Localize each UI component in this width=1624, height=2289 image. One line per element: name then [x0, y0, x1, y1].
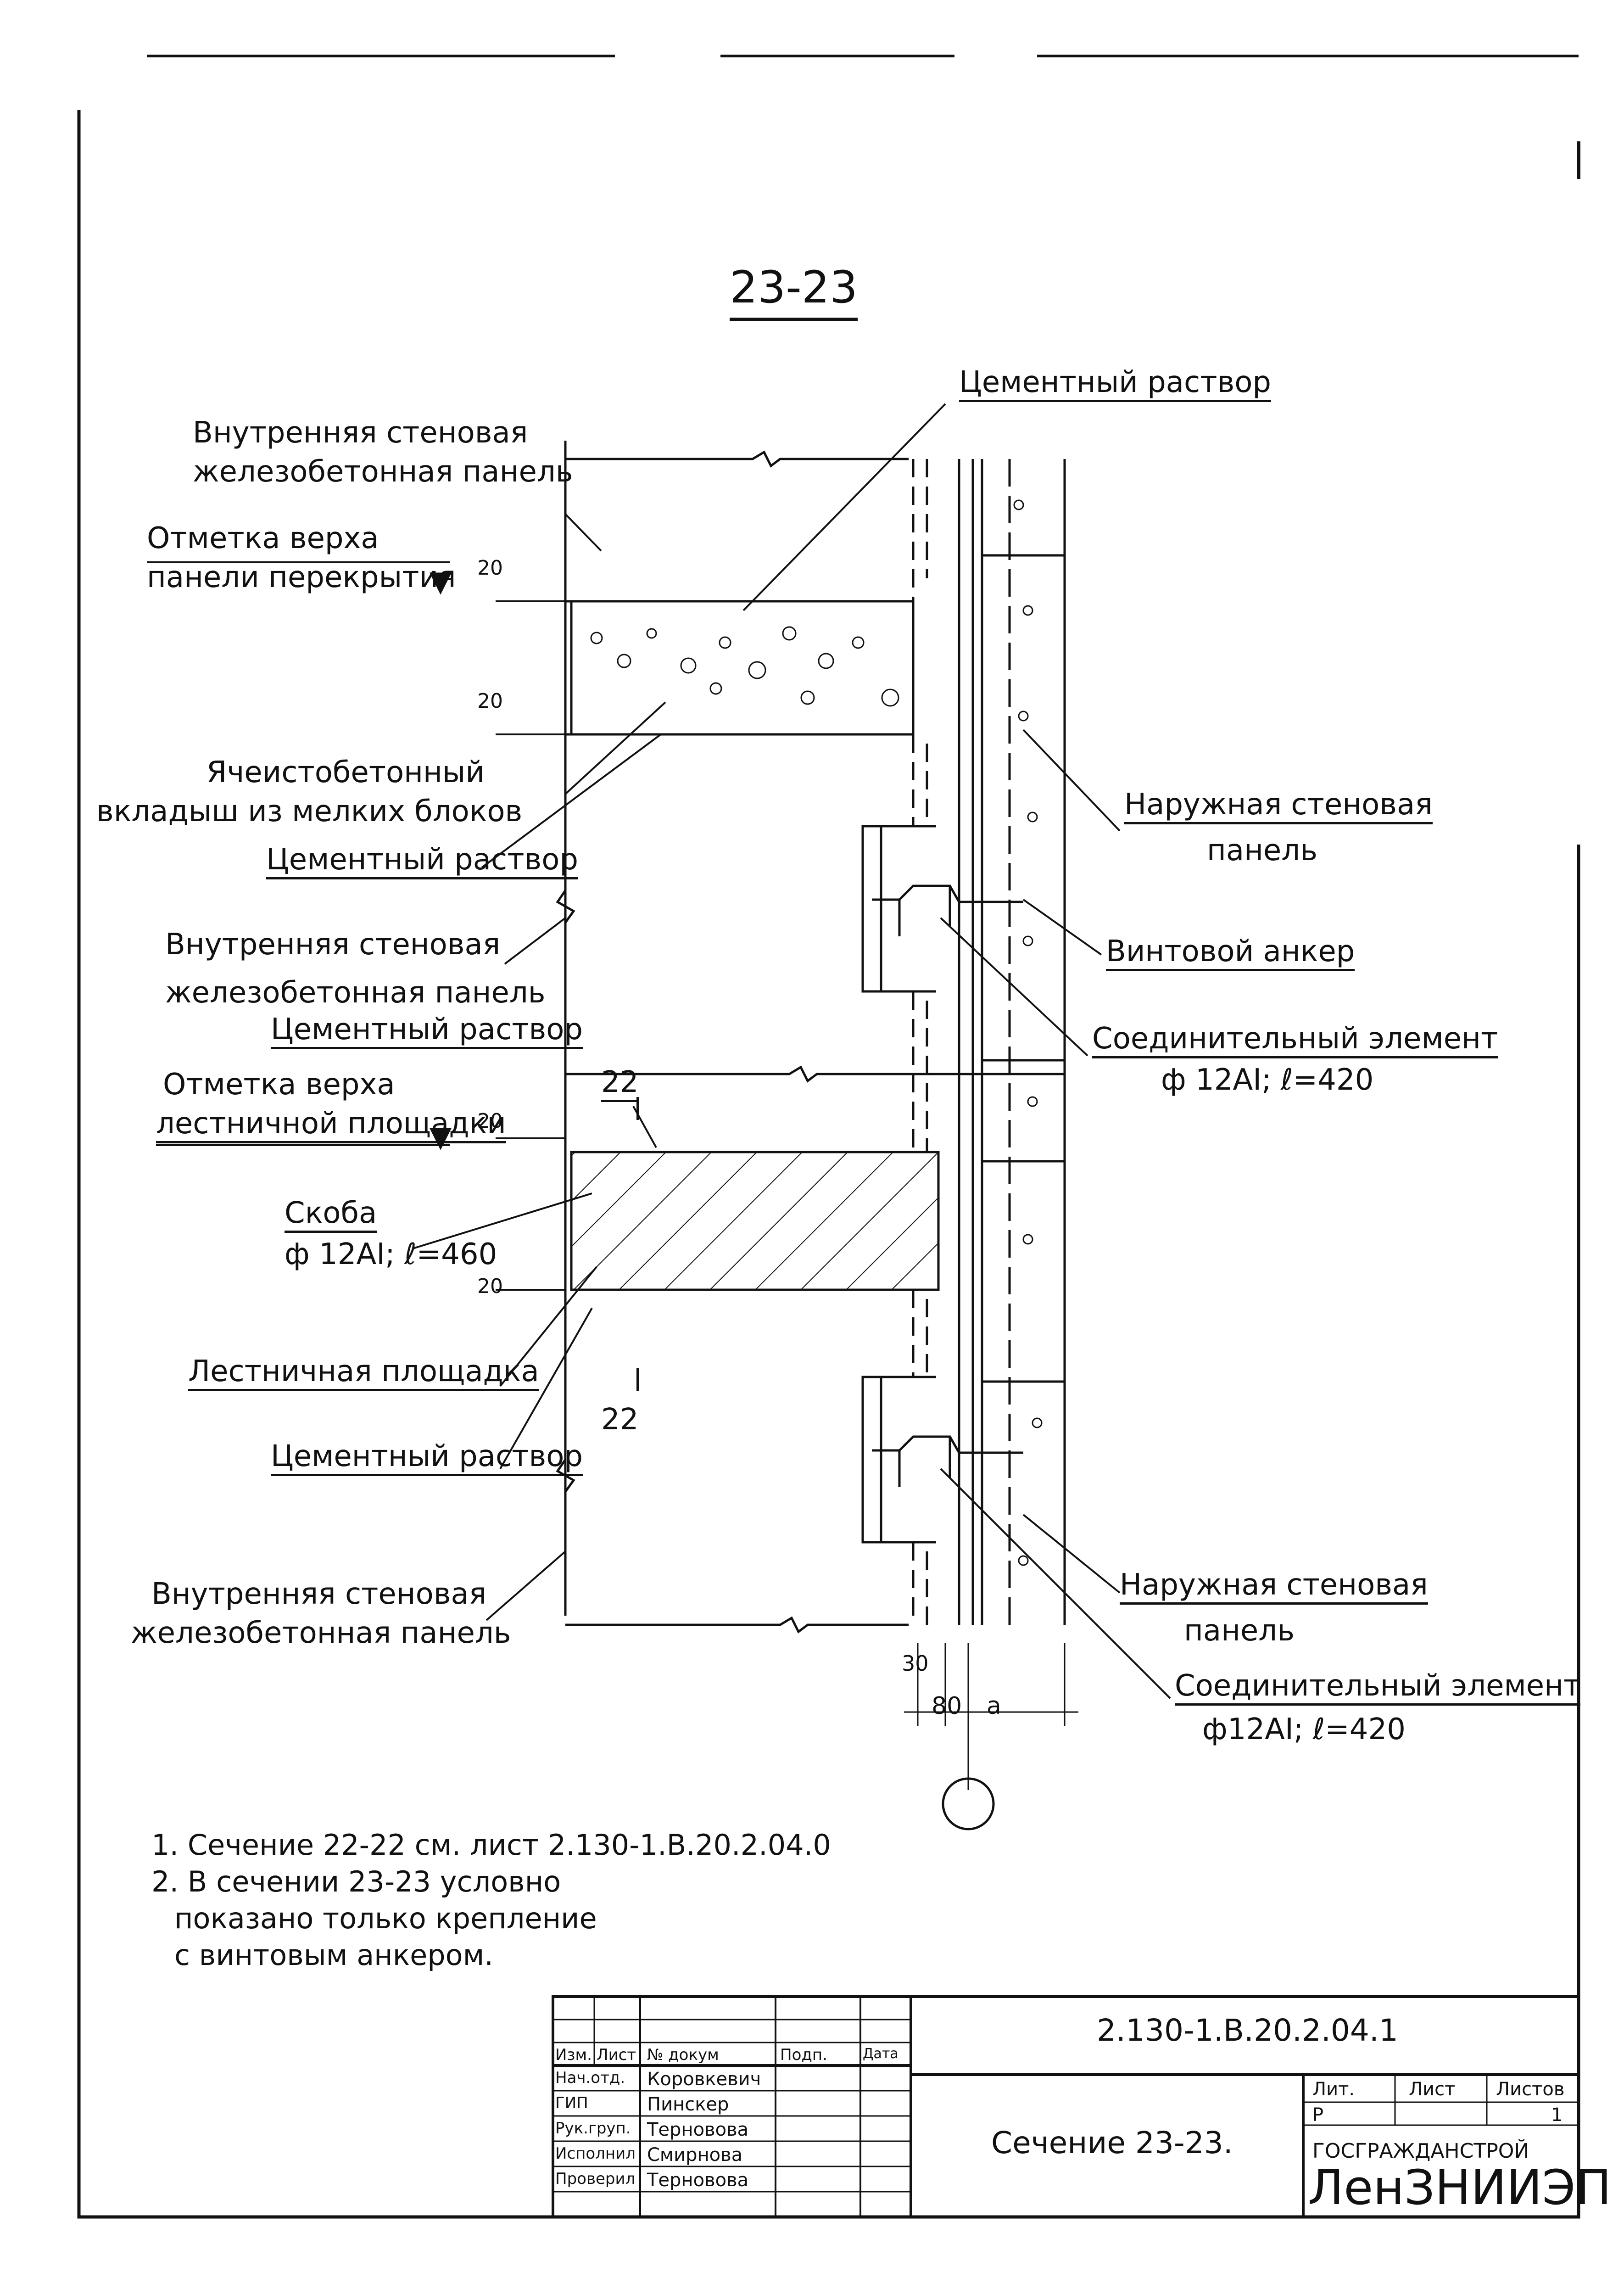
tb-stage: Р: [1312, 2104, 1324, 2126]
inner-panel-1-line1: Внутренняя стеновая: [193, 416, 528, 450]
tb-head-list: Лист: [597, 2046, 636, 2064]
tb-head-date: Дата: [863, 2046, 899, 2062]
cut-label-bottom: 22: [601, 1403, 639, 1437]
inner-panel-2-line1: Внутренняя стеновая: [165, 928, 501, 962]
stair-landing: Лестничная площадка: [188, 1356, 539, 1392]
section-title: 23-23: [730, 262, 858, 321]
note-4: с винтовым анкером.: [174, 1938, 494, 1972]
tb-name-5: Терновова: [647, 2170, 749, 2191]
top-mark-slab-line1: Отметка верха: [147, 521, 379, 555]
org-name: ЛенЗНИИЭП: [1308, 2160, 1612, 2216]
tb-head-doc: № докум: [647, 2046, 719, 2064]
inner-panel-1-line2: железобетонная панель: [193, 455, 573, 489]
org-top: ГОСГРАЖДАНСТРОЙ: [1312, 2139, 1529, 2163]
dim-20-b: 20: [477, 689, 503, 713]
cement-mortar-3: Цементный раствор: [271, 1014, 583, 1050]
bracket-line2: ф 12AI; ℓ=460: [285, 1237, 497, 1271]
inner-panel-3-line1: Внутренняя стеновая: [151, 1577, 487, 1611]
tb-name-1: Коровкевич: [647, 2069, 761, 2090]
top-mark-slab-line2: панели перекрытия: [147, 560, 456, 594]
doc-code: 2.130-1.В.20.2.04.1: [1097, 2013, 1398, 2048]
cement-mortar-1: Цементный раствор: [959, 367, 1271, 403]
dim-80: 80: [932, 1692, 962, 1720]
cellular-insert-line2: вкладыш из мелких блоков: [96, 795, 523, 828]
connector-2-line1: Соединительный элемент: [1175, 1670, 1581, 1706]
screw-anchor: Винтовой анкер: [1106, 936, 1355, 972]
top-mark-landing-line2: лестничной площадки: [156, 1108, 506, 1144]
dim-20-a: 20: [477, 556, 503, 580]
tb-head-izm: Изм.: [555, 2046, 592, 2064]
inner-panel-3-line2: железобетонная панель: [131, 1616, 511, 1650]
sheet-name: Сечение 23-23.: [991, 2125, 1233, 2160]
tb-sheets-head: Листов: [1496, 2079, 1565, 2100]
inner-panel-2-line2: железобетонная панель: [165, 976, 546, 1010]
connector-1-line2: ф 12AI; ℓ=420: [1161, 1063, 1374, 1097]
outer-panel-1-line2: панель: [1207, 834, 1317, 867]
connector-2-line2: ф12AI; ℓ=420: [1202, 1713, 1406, 1746]
note-2: 2. В сечении 23-23 условно: [151, 1865, 561, 1898]
tb-role-2: ГИП: [555, 2094, 588, 2112]
top-mark-landing-line1: Отметка верха: [163, 1068, 395, 1102]
tb-name-4: Смирнова: [647, 2144, 743, 2166]
tb-sheet-head: Лист: [1409, 2079, 1456, 2100]
tb-sheets: 1: [1551, 2104, 1563, 2126]
tb-head-sign: Подп.: [780, 2046, 827, 2064]
tb-role-1: Нач.отд.: [555, 2069, 625, 2087]
note-3: показано только крепление: [174, 1902, 597, 1935]
outer-panel-2-line1: Наружная стеновая: [1120, 1569, 1428, 1605]
cut-label-top: 22: [601, 1067, 639, 1103]
dim-20-c: 20: [477, 1109, 503, 1133]
outer-panel-1-line1: Наружная стеновая: [1124, 789, 1433, 825]
dim-30: 30: [902, 1651, 929, 1676]
note-1: 1. Сечение 22-22 см. лист 2.130-1.В.20.2…: [151, 1828, 831, 1862]
tb-stage-head: Лит.: [1312, 2079, 1355, 2100]
dim-a: а: [987, 1692, 1001, 1720]
cement-mortar-2: Цементный раствор: [266, 844, 578, 880]
tb-role-5: Проверил: [555, 2170, 636, 2188]
bracket-line1: Скоба: [285, 1198, 377, 1233]
tb-name-3: Терновова: [647, 2119, 749, 2140]
outer-panel-2-line2: панель: [1184, 1614, 1295, 1648]
dim-20-d: 20: [477, 1275, 503, 1298]
tb-role-3: Рук.груп.: [555, 2119, 631, 2138]
tb-role-4: Исполнил: [555, 2144, 636, 2163]
connector-1-line1: Соединительный элемент: [1092, 1023, 1498, 1059]
cellular-insert-line1: Ячеистобетонный: [206, 756, 485, 789]
tb-name-2: Пинскер: [647, 2094, 729, 2115]
cement-mortar-4: Цементный раствор: [271, 1441, 583, 1477]
